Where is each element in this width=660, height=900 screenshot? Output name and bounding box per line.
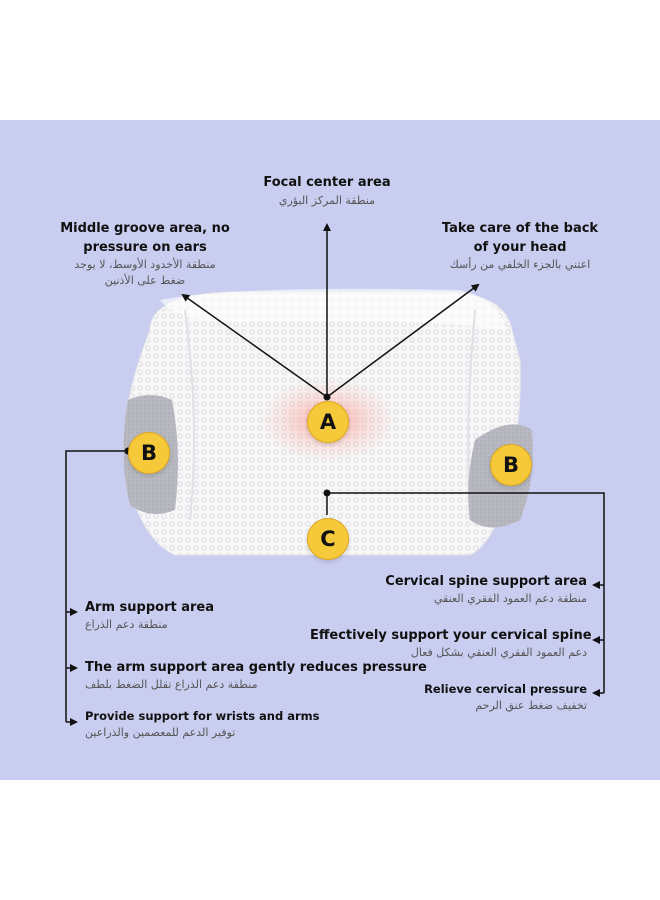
groove-title: Middle groove area, no pressure on ears: [60, 221, 230, 255]
badge-a: A: [307, 401, 349, 443]
back-title: Take care of the back of your head: [441, 221, 599, 255]
arm-pressure-title: The arm support area gently reduces pres…: [85, 660, 427, 675]
focal-arabic: منطقة المركز البؤري: [278, 194, 376, 207]
wrists-title: Provide support for wrists and arms: [85, 709, 320, 723]
line-back: [326, 283, 480, 398]
cervical-area-arabic: منطقة دعم العمود الفقري العنقي: [433, 592, 587, 605]
arm-area-title: Arm support area: [85, 600, 215, 615]
back-arabic: اعتني بالجزء الخلفي من رأسك: [449, 258, 591, 271]
cervical-support-title: Effectively support your cervical spine: [310, 628, 592, 643]
cervical-support-arabic: دعم العمود الفقري العنقي بشكل فعال: [410, 646, 587, 659]
wrists-arabic: توفير الدعم للمعصمين والذراعين: [85, 726, 236, 739]
cervical-area-title: Cervical spine support area: [385, 574, 587, 589]
arm-pressure-arabic: منطقة دعم الذراع تقلل الضغط بلطف: [85, 678, 258, 691]
line-c: [326, 492, 605, 693]
relieve-title: Relieve cervical pressure: [424, 682, 587, 696]
arm-area-arabic: منطقة دعم الذراع: [85, 618, 168, 631]
line-b-left: [65, 450, 128, 722]
badge-c: C: [307, 518, 349, 560]
badge-b-left: B: [128, 432, 170, 474]
line-groove: [181, 293, 328, 398]
badge-b-right: B: [490, 444, 532, 486]
focal-title: Focal center area: [263, 175, 391, 190]
relieve-arabic: تخفيف ضغط عنق الرحم: [475, 699, 587, 712]
groove-arabic: منطقة الأخدود الأوسط، لا يوجد ضغط على ال…: [74, 258, 216, 287]
